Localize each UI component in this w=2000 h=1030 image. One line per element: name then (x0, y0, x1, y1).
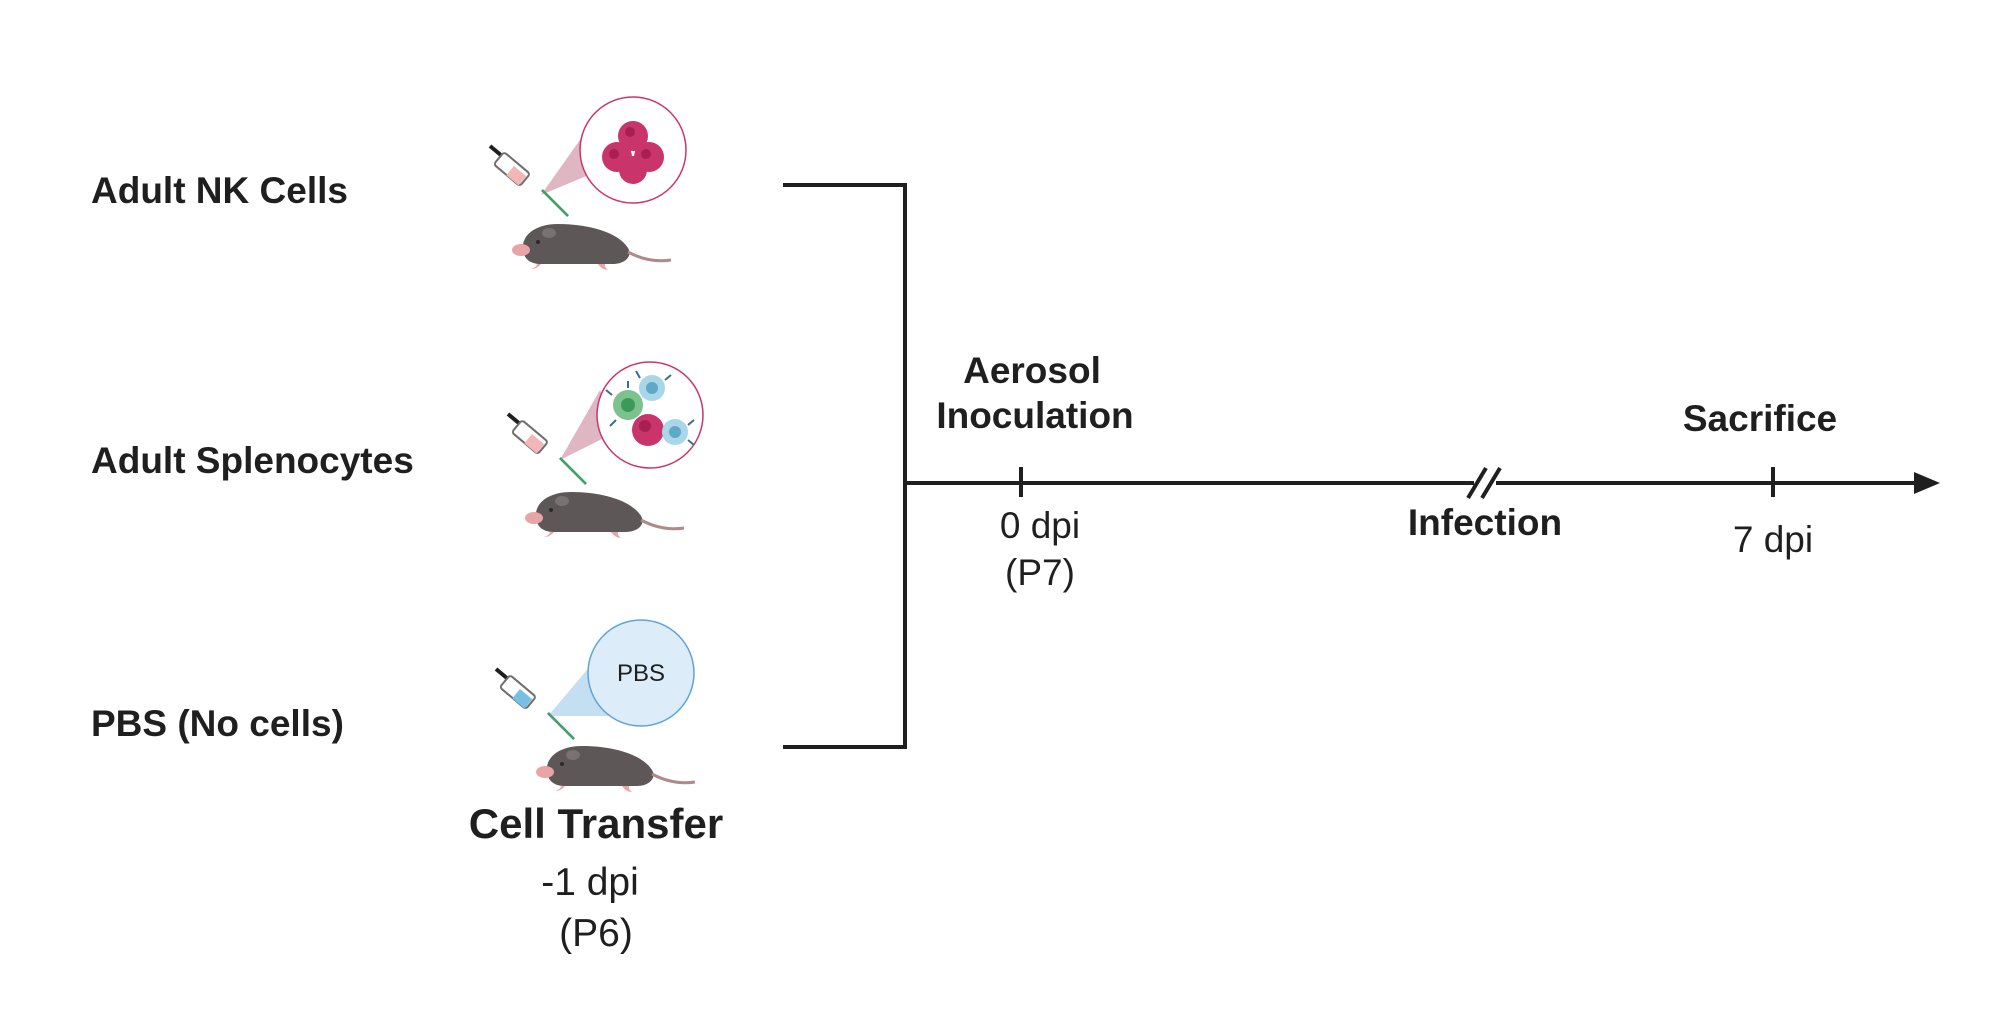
sacrifice-time: 7 dpi (1733, 519, 1813, 560)
mouse-pup-icon (510, 222, 673, 272)
timeline-axis (903, 466, 1940, 500)
mouse-pup-icon (534, 744, 697, 794)
pbs-bubble-label: PBS (617, 660, 665, 687)
syringe-icon (494, 667, 576, 741)
axis-break-icon (1466, 466, 1502, 500)
pbs-injection-illustration: PBS (494, 619, 697, 794)
pbs-bubble-icon (587, 619, 695, 727)
nk-cell-cluster-icon (602, 121, 664, 184)
cell-transfer-title: Cell Transfer (469, 800, 723, 847)
group-bracket (783, 183, 907, 749)
cell-transfer-time: -1 dpi (541, 861, 639, 904)
group-label-pbs: PBS (No cells) (91, 703, 344, 744)
infection-label: Infection (1408, 502, 1562, 543)
splenocyte-mix-icon (605, 370, 695, 446)
inoculation-title-line2: Inoculation (936, 395, 1133, 436)
syringe-icon (506, 412, 588, 486)
cell-transfer-age: (P6) (559, 912, 633, 955)
timeline-arrowhead-icon (1914, 472, 1940, 494)
group-label-splenocytes: Adult Splenocytes (91, 440, 414, 481)
inoculation-age: (P7) (1005, 552, 1075, 593)
inoculation-time: 0 dpi (1000, 505, 1080, 546)
group-label-nk: Adult NK Cells (91, 170, 348, 211)
sacrifice-title: Sacrifice (1683, 398, 1837, 439)
splenocyte-injection-illustration (506, 361, 704, 540)
inoculation-title-line1: Aerosol (963, 350, 1101, 391)
syringe-icon (488, 144, 570, 218)
mouse-pup-icon (523, 490, 686, 540)
nk-injection-illustration (488, 96, 687, 272)
